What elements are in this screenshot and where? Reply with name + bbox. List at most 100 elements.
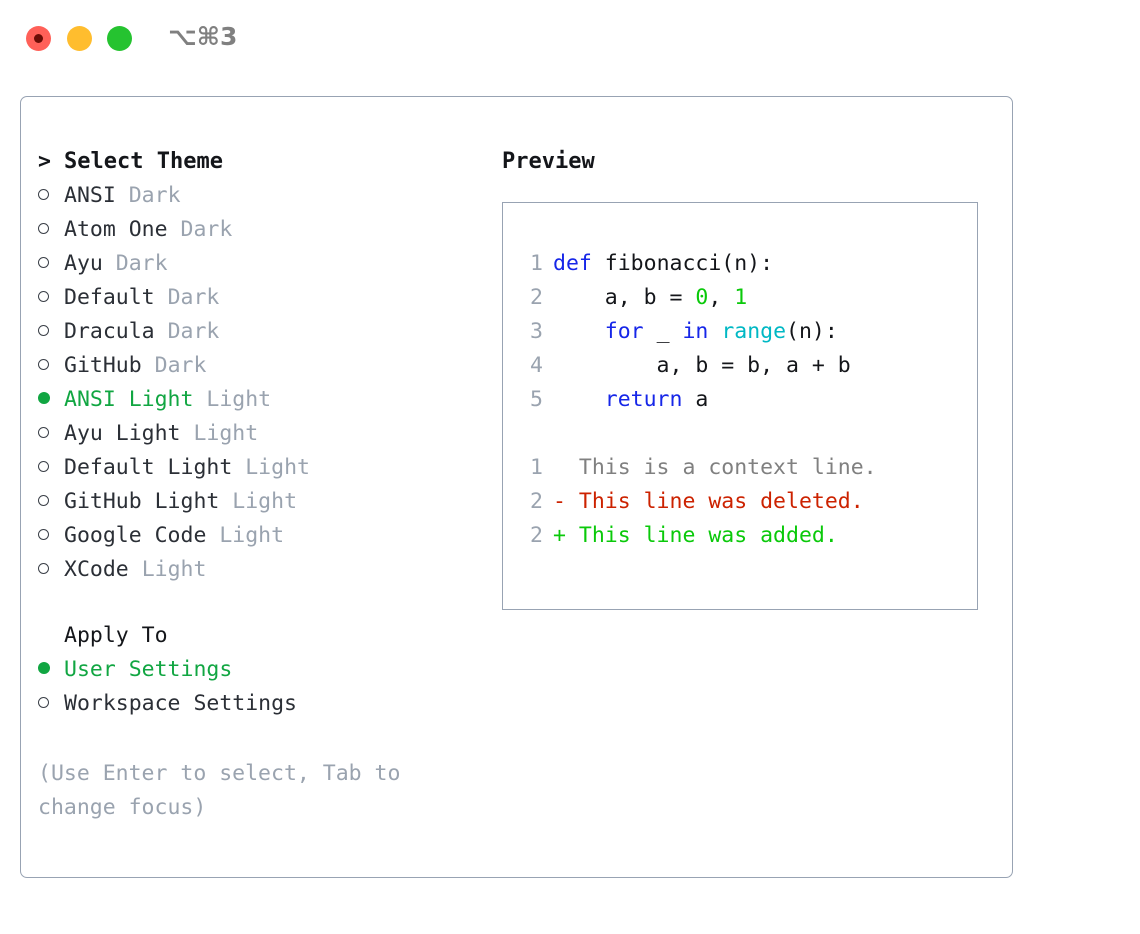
theme-item-variant: Light [193, 421, 259, 446]
code-token-plain [553, 387, 605, 412]
apply-to-option-label: User Settings [64, 657, 233, 682]
radio-glyph [38, 223, 49, 234]
code-token-fn: range [721, 319, 787, 344]
diff-line-number: 1 [530, 455, 543, 480]
code-token-kw: def [553, 251, 592, 276]
theme-item-variant: Dark [154, 353, 207, 378]
code-line-number: 1 [530, 251, 543, 276]
radio-unselected-icon [38, 417, 64, 451]
theme-item-google-code[interactable]: Google Code Light [38, 519, 488, 553]
minimize-window-button[interactable] [67, 26, 92, 51]
apply-to-option-workspace-settings[interactable]: Workspace Settings [38, 687, 488, 721]
diff-sign: - [553, 489, 566, 514]
code-token-plain: , [708, 285, 735, 310]
theme-item-name: Dracula [64, 319, 155, 344]
theme-item-default[interactable]: Default Dark [38, 281, 488, 315]
theme-item-variant: Dark [128, 183, 181, 208]
theme-item-variant: Light [245, 455, 310, 480]
theme-item-default-light[interactable]: Default Light Light [38, 451, 488, 485]
theme-item-name: Default [64, 285, 155, 310]
diff-line-number: 2 [530, 489, 543, 514]
theme-item-atom-one[interactable]: Atom One Dark [38, 213, 488, 247]
radio-glyph [38, 529, 49, 540]
close-window-button[interactable] [26, 26, 51, 51]
code-token-kw: in [682, 319, 709, 344]
theme-item-variant: Dark [167, 285, 220, 310]
code-line-number: 2 [530, 285, 543, 310]
apply-to-option-user-settings[interactable]: User Settings [38, 653, 488, 687]
theme-item-ansi-light[interactable]: ANSI Light Light [38, 383, 488, 417]
diff-sign: + [553, 523, 566, 548]
theme-item-name: GitHub [64, 353, 142, 378]
caret-icon: > [38, 149, 51, 174]
radio-selected-icon [38, 383, 64, 417]
radio-unselected-icon [38, 687, 64, 721]
code-token-kw: for [604, 319, 644, 344]
theme-item-variant: Light [219, 523, 285, 548]
theme-item-name: ANSI Light [64, 387, 194, 412]
diff-line-del: 2- This line was deleted. [519, 485, 877, 519]
theme-item-xcode[interactable]: XCode Light [38, 553, 488, 587]
theme-item-name: XCode [64, 557, 129, 582]
radio-glyph [38, 697, 49, 708]
radio-unselected-icon [38, 485, 64, 519]
code-line: 2 a, b = 0, 1 [519, 281, 877, 315]
radio-unselected-icon [38, 179, 64, 213]
code-token-plain: a [682, 387, 709, 412]
diff-text: This line was deleted. [565, 489, 864, 514]
select-theme-heading: >Select Theme [38, 145, 488, 179]
diff-line-number: 2 [530, 523, 543, 548]
diff-sign [553, 455, 566, 480]
radio-glyph [38, 257, 49, 268]
theme-item-dracula[interactable]: Dracula Dark [38, 315, 488, 349]
theme-item-name: GitHub Light [64, 489, 220, 514]
code-token-num: 0 [695, 285, 709, 310]
theme-item-variant: Dark [180, 217, 233, 242]
theme-item-variant: Light [232, 489, 298, 514]
radio-glyph [38, 495, 49, 506]
theme-item-variant: Light [141, 557, 207, 582]
preview-heading: Preview [502, 149, 595, 174]
theme-item-name: Atom One [64, 217, 168, 242]
diff-line-ctx: 1 This is a context line. [519, 451, 877, 485]
window-titlebar: ⌥⌘3 [0, 0, 1140, 78]
radio-unselected-icon [38, 315, 64, 349]
theme-item-name: ANSI [64, 183, 116, 208]
theme-item-ayu-light[interactable]: Ayu Light Light [38, 417, 488, 451]
diff-line-add: 2+ This line was added. [519, 519, 877, 553]
window-shortcut-label: ⌥⌘3 [168, 22, 238, 51]
radio-glyph [38, 359, 49, 370]
radio-glyph [38, 427, 49, 438]
maximize-window-button[interactable] [107, 26, 132, 51]
apply-to-option-label: Workspace Settings [64, 691, 297, 716]
radio-unselected-icon [38, 247, 64, 281]
theme-item-ayu[interactable]: Ayu Dark [38, 247, 488, 281]
theme-item-ansi[interactable]: ANSI Dark [38, 179, 488, 213]
code-line-number: 3 [530, 319, 543, 344]
radio-glyph [38, 392, 50, 404]
theme-item-github-light[interactable]: GitHub Light Light [38, 485, 488, 519]
diff-text: This is a context line. [565, 455, 877, 480]
code-blank-line [519, 417, 877, 451]
radio-unselected-icon [38, 553, 64, 587]
theme-item-name: Ayu Light [64, 421, 181, 446]
keyboard-hint-text: (Use Enter to select, Tab to change focu… [38, 761, 401, 820]
code-line: 5 return a [519, 383, 877, 417]
radio-glyph [38, 291, 49, 302]
code-token-plain: (n): [786, 319, 838, 344]
radio-unselected-icon [38, 451, 64, 485]
radio-unselected-icon [38, 519, 64, 553]
code-token-plain [553, 319, 605, 344]
radio-unselected-icon [38, 349, 64, 383]
code-line-number: 4 [530, 353, 543, 378]
code-token-num: 1 [734, 285, 748, 310]
preview-column: Preview [502, 145, 992, 179]
theme-item-github[interactable]: GitHub Dark [38, 349, 488, 383]
code-token-plain: fibonacci(n): [591, 251, 774, 276]
code-token-plain: a, b = [553, 285, 696, 310]
